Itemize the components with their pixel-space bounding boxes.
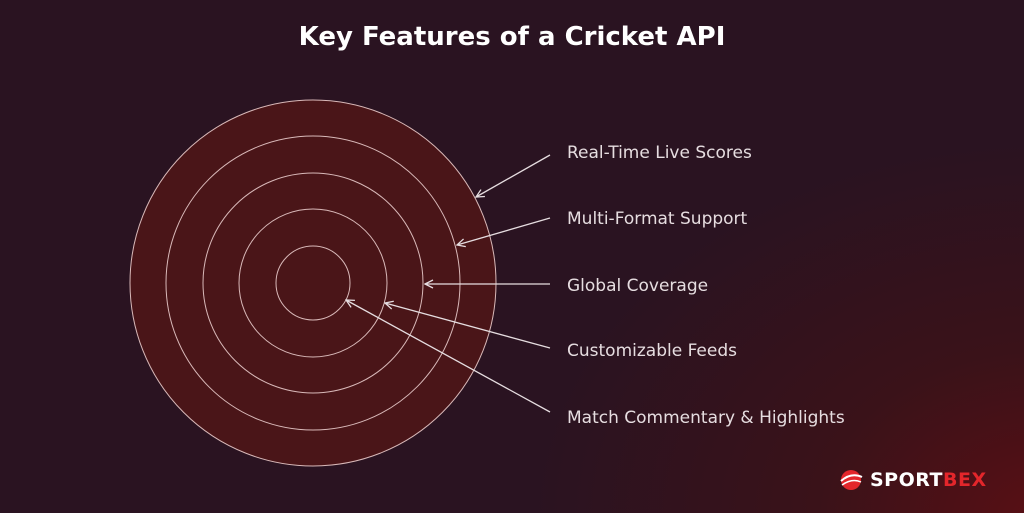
logo-text-sport: SPORT <box>870 469 943 491</box>
globe-logo-icon <box>840 470 863 490</box>
feature-label-3: Global Coverage <box>567 276 709 296</box>
logo-text-bex: BEX <box>943 469 987 491</box>
arrow-4 <box>385 303 551 349</box>
feature-label-1: Real-Time Live Scores <box>567 143 752 163</box>
sportbex-logo: SPORTBEX <box>838 468 987 492</box>
arrow-2 <box>457 217 551 245</box>
ring-5 <box>129 99 497 467</box>
diagram-title: Key Features of a Cricket API <box>298 22 726 52</box>
feature-label-2: Multi-Format Support <box>567 209 748 229</box>
feature-label-4: Customizable Feeds <box>567 341 737 361</box>
ring-3 <box>202 172 424 394</box>
arrow-1 <box>476 154 551 197</box>
ring-4 <box>165 135 461 431</box>
arrow-5 <box>346 300 551 413</box>
ring-1 <box>275 245 351 321</box>
feature-label-5: Match Commentary & Highlights <box>567 408 845 428</box>
ring-2 <box>238 208 388 358</box>
